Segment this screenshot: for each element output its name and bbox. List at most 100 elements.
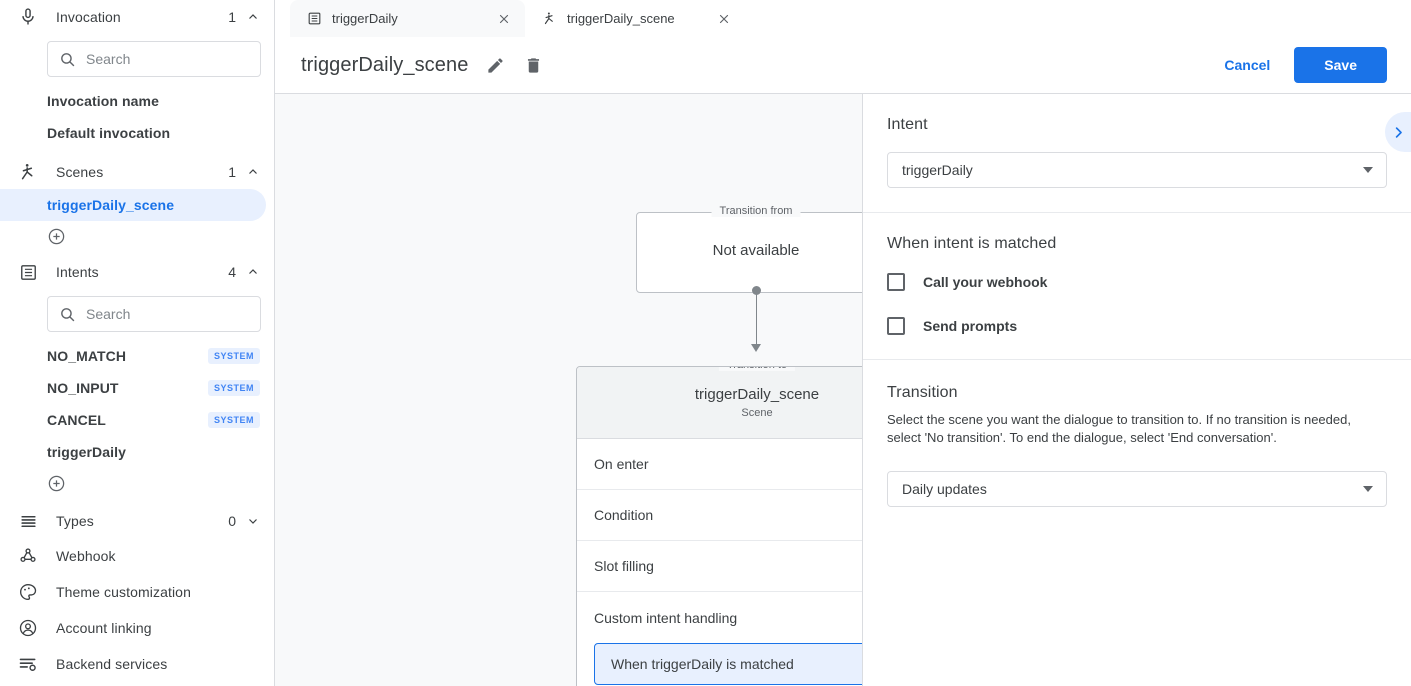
- custom-intent-handling-section: Custom intent handling + When triggerDai…: [577, 592, 862, 686]
- close-icon[interactable]: [715, 10, 733, 28]
- sidebar-item-label: Invocation name: [47, 93, 159, 109]
- webhook-icon: [16, 544, 40, 568]
- tab-strip: triggerDaily triggerDaily_scene: [275, 0, 1411, 37]
- transition-heading: Transition: [887, 384, 958, 401]
- send-prompts-checkbox[interactable]: [887, 317, 905, 335]
- scene-row-label: Slot filling: [594, 558, 654, 574]
- save-button[interactable]: Save: [1294, 47, 1387, 83]
- intents-icon: [306, 11, 322, 27]
- edge-source-dot: [752, 286, 761, 295]
- search-icon: [58, 50, 76, 68]
- tab-label: triggerDaily_scene: [567, 11, 675, 26]
- sidebar-item-theme-customization[interactable]: Theme customization: [0, 574, 274, 610]
- status-badge: SYSTEM: [207, 412, 260, 428]
- transition-to-legend: Transition to: [718, 367, 796, 371]
- collapse-panel-button[interactable]: [1385, 112, 1411, 152]
- transition-select-value: Daily updates: [902, 481, 987, 497]
- tab-strip-filler: [745, 0, 1411, 37]
- chevron-up-icon[interactable]: [246, 265, 260, 279]
- sidebar-group-label: Intents: [56, 264, 99, 280]
- sidebar-item-label: NO_INPUT: [47, 380, 119, 396]
- sidebar-item-triggerdaily[interactable]: triggerDaily: [0, 436, 274, 468]
- cancel-button[interactable]: Cancel: [1212, 48, 1282, 82]
- sidebar-item-no-input[interactable]: NO_INPUT SYSTEM: [0, 372, 274, 404]
- sidebar-item-webhook[interactable]: Webhook: [0, 538, 274, 574]
- page-title: triggerDaily_scene: [301, 53, 469, 76]
- sidebar-item-no-match[interactable]: NO_MATCH SYSTEM: [0, 340, 274, 372]
- sidebar-group-invocation[interactable]: Invocation 1: [0, 0, 274, 34]
- when-matched-heading: When intent is matched: [887, 235, 1057, 252]
- transition-select[interactable]: Daily updates: [887, 471, 1387, 507]
- tab-triggerdaily[interactable]: triggerDaily: [290, 0, 525, 37]
- add-scene-button[interactable]: [0, 221, 274, 251]
- backend-services-icon: [16, 652, 40, 676]
- scene-node-subtitle: Scene: [741, 407, 773, 419]
- search-icon: [58, 305, 76, 323]
- close-icon[interactable]: [495, 10, 513, 28]
- sidebar-item-cancel[interactable]: CANCEL SYSTEM: [0, 404, 274, 436]
- sidebar-item-label: Backend services: [56, 656, 168, 672]
- scene-canvas[interactable]: Transition from Not available Transition…: [275, 94, 862, 686]
- chevron-up-icon[interactable]: [246, 165, 260, 179]
- transition-from-node[interactable]: Transition from Not available: [636, 205, 862, 293]
- scene-node-header: triggerDaily_scene Scene: [577, 367, 862, 439]
- delete-icon[interactable]: [522, 54, 544, 76]
- intents-search-input[interactable]: [86, 306, 267, 322]
- sidebar-group-intents[interactable]: Intents 4: [0, 255, 274, 289]
- chevron-down-icon: [1363, 167, 1373, 173]
- sidebar-item-account-linking[interactable]: Account linking: [0, 610, 274, 646]
- scene-row-custom-intent-handling[interactable]: Custom intent handling +: [577, 592, 862, 643]
- sidebar-group-scenes[interactable]: Scenes 1: [0, 155, 274, 189]
- intent-handler-chip[interactable]: When triggerDaily is matched: [594, 643, 862, 685]
- status-badge: SYSTEM: [207, 348, 260, 364]
- scene-row-label: On enter: [594, 456, 649, 472]
- sidebar-item-label: Theme customization: [56, 584, 191, 600]
- sidebar-group-label: Invocation: [56, 9, 121, 25]
- sidebar-group-count: 1: [228, 164, 236, 180]
- scene-row-slot-filling[interactable]: Slot filling +: [577, 541, 862, 592]
- edge-vertical: [756, 291, 757, 346]
- sidebar-group-types[interactable]: Types 0: [0, 504, 274, 538]
- scene-toolbar: triggerDaily_scene Cancel Save: [275, 37, 1411, 94]
- checkbox-row-call-webhook[interactable]: Call your webhook: [887, 273, 1387, 291]
- edit-icon[interactable]: [484, 54, 506, 76]
- scene-node-name: triggerDaily_scene: [694, 386, 820, 403]
- checkbox-row-send-prompts[interactable]: Send prompts: [887, 317, 1387, 335]
- sidebar-item-default-invocation[interactable]: Default invocation: [0, 117, 274, 149]
- plus-circle-icon: [47, 227, 66, 246]
- sidebar-group-count: 1: [228, 9, 236, 25]
- transition-section: Transition Select the scene you want the…: [863, 360, 1411, 531]
- intent-select-value: triggerDaily: [902, 162, 973, 178]
- sidebar-item-label: triggerDaily_scene: [47, 197, 175, 213]
- microphone-icon: [16, 5, 40, 29]
- intents-search-box[interactable]: [47, 296, 267, 332]
- intents-icon: [16, 260, 40, 284]
- plus-circle-icon: [47, 474, 66, 493]
- chevron-up-icon[interactable]: [246, 10, 260, 24]
- call-webhook-checkbox[interactable]: [887, 273, 905, 291]
- sidebar-item-label: Default invocation: [47, 125, 171, 141]
- sidebar-item-invocation-name[interactable]: Invocation name: [0, 85, 274, 117]
- chevron-down-icon[interactable]: [246, 514, 260, 528]
- main-area: triggerDaily triggerDaily_scene: [275, 0, 1411, 686]
- scene-row-on-enter[interactable]: On enter +: [577, 439, 862, 490]
- add-intent-button[interactable]: [0, 468, 274, 498]
- invocation-search-box[interactable]: [47, 41, 267, 77]
- scenes-icon: [16, 160, 40, 184]
- invocation-search-input[interactable]: [86, 51, 267, 67]
- intent-section: Intent triggerDaily: [863, 94, 1411, 213]
- scene-node[interactable]: Transition to triggerDaily_scene Scene O…: [576, 366, 862, 686]
- sidebar-item-backend-services[interactable]: Backend services: [0, 646, 274, 682]
- transition-description: Select the scene you want the dialogue t…: [887, 412, 1351, 445]
- sidebar-item-label: NO_MATCH: [47, 348, 127, 364]
- account-icon: [16, 616, 40, 640]
- tab-triggerdaily-scene[interactable]: triggerDaily_scene: [525, 0, 745, 37]
- edge-arrow-down: [751, 344, 761, 352]
- sidebar-item-triggerdaily-scene[interactable]: triggerDaily_scene: [0, 189, 266, 221]
- sidebar-item-label: Account linking: [56, 620, 152, 636]
- scene-row-condition[interactable]: Condition +: [577, 490, 862, 541]
- call-webhook-label: Call your webhook: [923, 274, 1048, 290]
- intent-heading: Intent: [887, 116, 928, 133]
- intent-select[interactable]: triggerDaily: [887, 152, 1387, 188]
